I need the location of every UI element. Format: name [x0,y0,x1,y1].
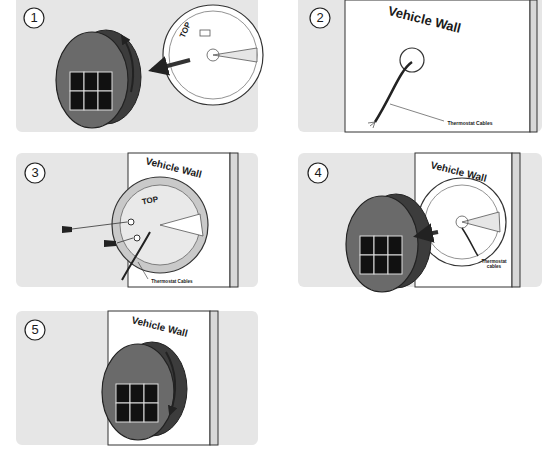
screw [62,226,116,247]
step-number: 5 [31,323,38,337]
mounting-plate [418,178,506,266]
step-number: 3 [31,166,38,180]
mounting-plate [163,5,263,105]
cable-label: Thermostat cables [479,259,509,269]
step-number: 4 [314,166,321,180]
mounting-plate [112,177,208,273]
step-number: 1 [30,11,37,25]
step-panel [16,0,542,445]
cable-label: Thermostat Cables [447,121,492,127]
step-number: 2 [316,11,323,25]
cable-label: Thermostat Cables [151,279,192,284]
